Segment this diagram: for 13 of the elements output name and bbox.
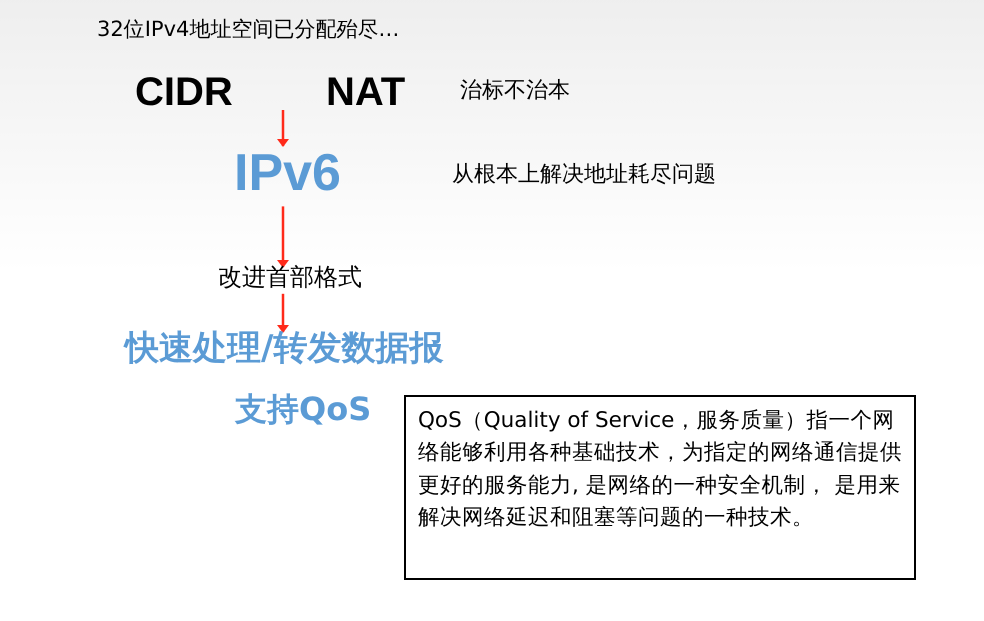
term-text: CIDR <box>135 68 233 116</box>
term-text: NAT <box>326 68 406 116</box>
note-text: 从根本上解决地址耗尽问题 <box>452 162 716 188</box>
feature-text: 支持QoS <box>235 390 372 428</box>
arrow <box>277 206 289 268</box>
arrow <box>277 110 289 147</box>
term-text: IPv6 <box>234 142 341 204</box>
note-text: 治标不治本 <box>460 78 570 104</box>
arrow <box>277 294 289 333</box>
definition-box: QoS（Quality of Service，服务质量）指一个网络能够利用各种基础技术，为指定的网络通信提供更好的服务能力, 是网络的一种安全机制， 是用来解决网络延迟和阻塞等问题的一种技术。 <box>404 395 916 580</box>
step-text: 快速处理/转发数据报 <box>125 328 444 369</box>
step-text: 改进首部格式 <box>218 263 362 292</box>
heading-text: 32位IPv4地址空间已分配殆尽… <box>97 17 400 42</box>
